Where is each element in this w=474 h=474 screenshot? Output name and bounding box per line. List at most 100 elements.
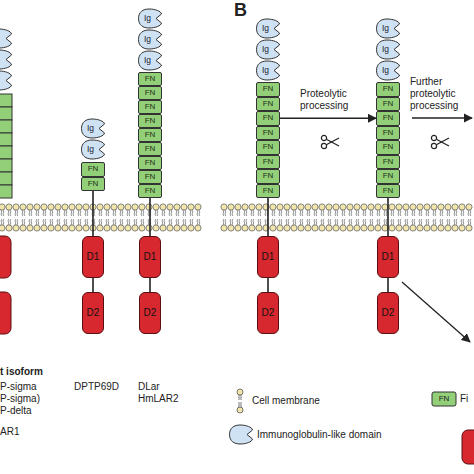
fn-domain: FN bbox=[138, 170, 162, 184]
fn-domain: FN bbox=[376, 97, 400, 112]
domain-label: FN bbox=[383, 129, 394, 137]
isoform-label: t isoform bbox=[0, 366, 43, 378]
fn-domain: FN bbox=[138, 128, 162, 142]
fn-domain: FN bbox=[376, 140, 400, 155]
isoform-label: P-sigma) bbox=[0, 393, 40, 405]
fn-domain: FN bbox=[376, 155, 400, 170]
fn-domain: FN bbox=[81, 177, 105, 192]
ptp-domain: D1 bbox=[139, 236, 161, 278]
ptp-domain: D2 bbox=[82, 292, 104, 334]
ptp-domain: D1 bbox=[257, 236, 279, 278]
domain-label: Ig bbox=[144, 14, 156, 23]
domain-label: FN bbox=[383, 187, 394, 195]
fn-domain: FN bbox=[376, 184, 400, 199]
domain-label: FN bbox=[263, 158, 274, 166]
ptp-domain: D2 bbox=[377, 292, 399, 334]
ig-domain: Ig bbox=[375, 18, 401, 39]
legend-text: Fi bbox=[460, 393, 468, 404]
fn-domain: FN bbox=[138, 86, 162, 100]
scissors-icon bbox=[431, 135, 449, 148]
legend-entry: Cell membrane bbox=[252, 395, 320, 407]
ig-domain: Ig bbox=[255, 18, 281, 39]
fn-domain: FN bbox=[138, 100, 162, 114]
legend-ig-sample bbox=[230, 425, 253, 444]
domain-label: Ig bbox=[382, 66, 394, 75]
domain-label: FN bbox=[88, 165, 99, 173]
ig-domain: Ig bbox=[80, 139, 106, 160]
fn-domain: FN bbox=[138, 156, 162, 170]
fn-domain: FN bbox=[376, 169, 400, 184]
isoform-label: AR1 bbox=[0, 426, 19, 438]
release-arrow bbox=[402, 282, 470, 342]
process-arrow bbox=[412, 117, 472, 118]
isoform-label: P-delta bbox=[0, 405, 32, 417]
domain-label: Ig bbox=[382, 24, 394, 33]
ig-domain: Ig bbox=[137, 29, 163, 50]
domain-label: Ig bbox=[144, 35, 156, 44]
domain-label: FN bbox=[145, 145, 156, 153]
process-label: Proteolytic processing bbox=[300, 88, 360, 112]
transmembrane-stalk bbox=[93, 191, 388, 292]
fn-domain: FN bbox=[256, 140, 280, 155]
isoform-label: HmLAR2 bbox=[138, 393, 179, 405]
domain-label: D1 bbox=[382, 252, 395, 262]
scissors-icon bbox=[321, 135, 339, 148]
isoform-label: DLar bbox=[138, 381, 160, 393]
domain-label: FN bbox=[145, 173, 156, 181]
domain-label: FN bbox=[263, 100, 274, 108]
domain-label: FN bbox=[145, 131, 156, 139]
domain-label: FN bbox=[383, 85, 394, 93]
legend-entry: Immunoglobulin-like domain bbox=[257, 429, 382, 441]
legend-text: Immunoglobulin-like domain bbox=[257, 429, 382, 440]
fn-domain: FN bbox=[81, 162, 105, 177]
ig-domain: Ig bbox=[255, 39, 281, 60]
isoform-label: DPTP69D bbox=[74, 381, 119, 393]
domain-label: FN bbox=[263, 187, 274, 195]
ig-domain: Ig bbox=[80, 118, 106, 139]
domain-label: D1 bbox=[87, 252, 100, 262]
domain-label: FN bbox=[383, 172, 394, 180]
legend-entry: Fi bbox=[460, 393, 468, 405]
fn-domain: FN bbox=[256, 169, 280, 184]
fn-domain: FN bbox=[376, 126, 400, 141]
domain-label: D2 bbox=[382, 308, 395, 318]
process-arrow bbox=[280, 118, 376, 119]
fn-domain: FN bbox=[138, 114, 162, 128]
domain-label: Ig bbox=[262, 45, 274, 54]
domain-label: FN bbox=[145, 103, 156, 111]
ptp-domain: D1 bbox=[377, 236, 399, 278]
domain-label: FN bbox=[263, 114, 274, 122]
process-label: Further proteolytic processing bbox=[410, 76, 472, 112]
domain-label: FN bbox=[145, 159, 156, 167]
domain-label: Ig bbox=[262, 24, 274, 33]
domain-label: Ig bbox=[87, 145, 99, 154]
legend-text: Cell membrane bbox=[252, 395, 320, 406]
legend-sample-text: FN bbox=[432, 392, 456, 406]
ptp-domain: D2 bbox=[257, 292, 279, 334]
domain-label: Ig bbox=[87, 124, 99, 133]
domain-label: FN bbox=[263, 129, 274, 137]
fn-domain: FN bbox=[138, 72, 162, 86]
cut-receptor bbox=[0, 29, 12, 334]
domain-label: D2 bbox=[144, 308, 157, 318]
ig-domain: Ig bbox=[255, 60, 281, 81]
ig-domain: Ig bbox=[137, 50, 163, 71]
ig-domain: Ig bbox=[375, 60, 401, 81]
ig-domain: Ig bbox=[375, 39, 401, 60]
domain-label: Ig bbox=[262, 66, 274, 75]
fn-domain: FN bbox=[256, 97, 280, 112]
fn-domain: FN bbox=[256, 126, 280, 141]
fn-domain: FN bbox=[256, 184, 280, 199]
cell-membrane bbox=[0, 204, 472, 231]
domain-label: D1 bbox=[262, 252, 275, 262]
ptp-domain: D2 bbox=[139, 292, 161, 334]
domain-label: D2 bbox=[262, 308, 275, 318]
domain-label: FN bbox=[263, 172, 274, 180]
domain-label: Ig bbox=[144, 56, 156, 65]
legend-membrane-sample bbox=[237, 389, 243, 413]
fn-domain: FN bbox=[256, 82, 280, 97]
domain-label: FN bbox=[145, 89, 156, 97]
